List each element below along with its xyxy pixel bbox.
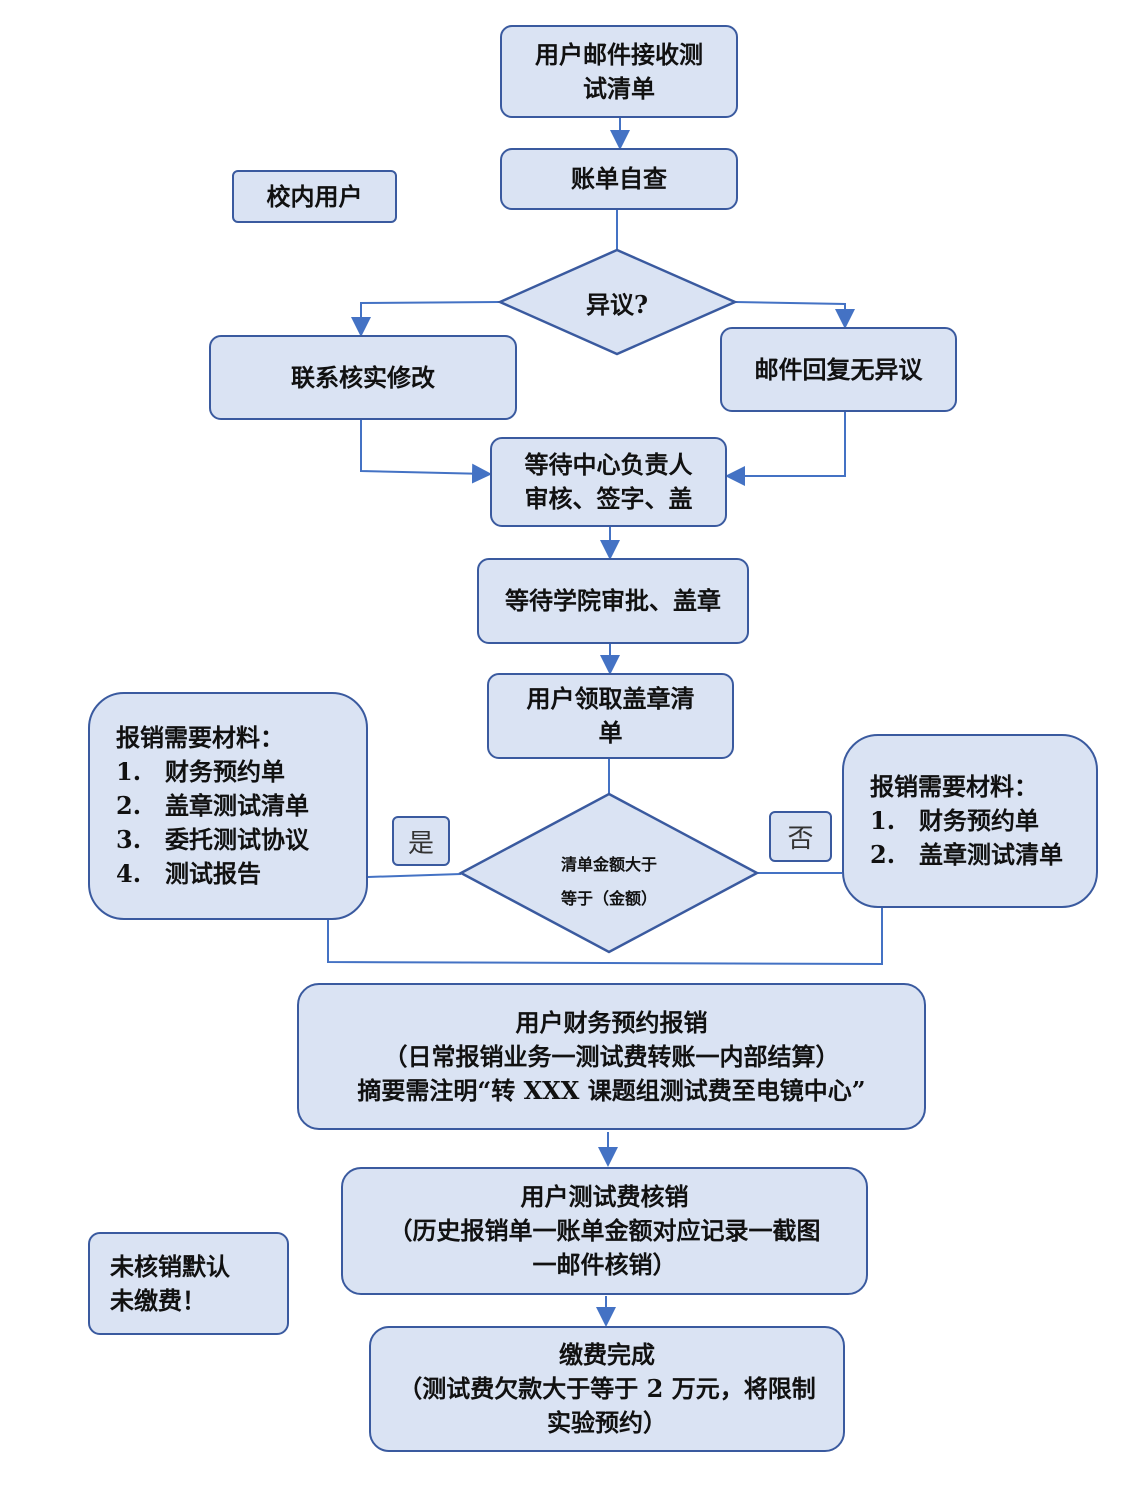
text-line: 缴费完成 (559, 1340, 655, 1369)
self-check-box: 账单自查 (500, 148, 738, 210)
payment-done-box: 缴费完成 （测试费欠款大于等于 2 万元，将限制 实验预约） (369, 1326, 845, 1452)
text-line: 用户财务预约报销 (515, 1007, 708, 1037)
text-line: 校内用户 (266, 181, 363, 211)
contact-fix-box: 联系核实修改 (209, 335, 517, 420)
text-line: （日常报销业务一测试费转账一内部结算） (383, 1041, 840, 1071)
reply-no-dispute-box: 邮件回复无异议 (720, 327, 957, 412)
text-line: 清单金额大于 (560, 855, 657, 874)
text-line: 账单自查 (571, 164, 667, 193)
amount-text: 清单金额大于 等于（金额） (520, 848, 698, 916)
text-line: 一邮件核销） (532, 1250, 677, 1279)
text-line: 用户领取盖章清 (526, 684, 695, 713)
no-label: 否 (769, 811, 832, 862)
text-line: （历史报销单一账单金额对应记录一截图 (388, 1216, 821, 1245)
material-item: 2. 盖章测试清单 (116, 791, 310, 820)
material-item: 1. 财务预约单 (116, 757, 286, 786)
text-line: 试清单 (583, 73, 655, 103)
dispute-diamond (496, 248, 739, 356)
text-line: 单 (598, 718, 623, 747)
collect-list-box: 用户领取盖章清 单 (487, 673, 734, 759)
dispute-text: 异议? (585, 290, 649, 319)
materials-title: 报销需要材料： (116, 723, 284, 752)
receive-list-box: 用户邮件接收测 试清单 (500, 25, 738, 118)
campus-user-label: 校内用户 (232, 170, 397, 223)
materials-short-box: 报销需要材料： 1. 财务预约单 2. 盖章测试清单 (842, 734, 1098, 908)
material-item: 4. 测试报告 (116, 859, 262, 888)
arrow-dispute-no (734, 301, 855, 329)
yes-label: 是 (392, 816, 450, 866)
arrow-dispute-yes (351, 301, 501, 337)
amount-diamond (458, 792, 760, 954)
await-center-box: 等待中心负责人 审核、签字、盖 (490, 437, 727, 527)
await-college-box: 等待学院审批、盖章 (477, 558, 749, 644)
line-merge (327, 908, 883, 966)
text-line: 未缴费！ (110, 1285, 206, 1315)
line-amount-yes (367, 873, 462, 878)
arrow-fix-to-center (360, 420, 492, 484)
text-line: 审核、签字、盖 (524, 484, 693, 513)
materials-full-box: 报销需要材料： 1. 财务预约单 2. 盖章测试清单 3. 委托测试协议 4. … (88, 692, 368, 920)
text-line: 实验预约） (547, 1408, 667, 1437)
material-item: 1. 财务预约单 (870, 806, 1040, 835)
unpaid-note-box: 未核销默认 未缴费！ (88, 1232, 289, 1335)
text-line: 摘要需注明“转 XXX 课题组测试费至电镜中心” (357, 1075, 866, 1105)
finance-booking-box: 用户财务预约报销 （日常报销业务一测试费转账一内部结算） 摘要需注明“转 XXX… (297, 983, 926, 1130)
text-line: 等于（金额） (560, 889, 657, 908)
text-line: 未核销默认 (110, 1251, 230, 1281)
arrow-reply-to-center (725, 412, 846, 486)
text-line: （测试费欠款大于等于 2 万元，将限制 (398, 1374, 816, 1403)
text-line: 用户测试费核销 (520, 1182, 689, 1211)
material-item: 2. 盖章测试清单 (870, 840, 1064, 869)
text-line: 等待学院审批、盖章 (505, 586, 721, 615)
text-line: 联系核实修改 (291, 362, 435, 392)
write-off-box: 用户测试费核销 （历史报销单一账单金额对应记录一截图 一邮件核销） (341, 1167, 868, 1295)
text-line: 等待中心负责人 (524, 450, 693, 479)
text-line: 用户邮件接收测 (535, 39, 703, 69)
text-line: 邮件回复无异议 (754, 354, 923, 384)
material-item: 3. 委托测试协议 (116, 825, 310, 854)
materials-title: 报销需要材料： (870, 772, 1038, 801)
